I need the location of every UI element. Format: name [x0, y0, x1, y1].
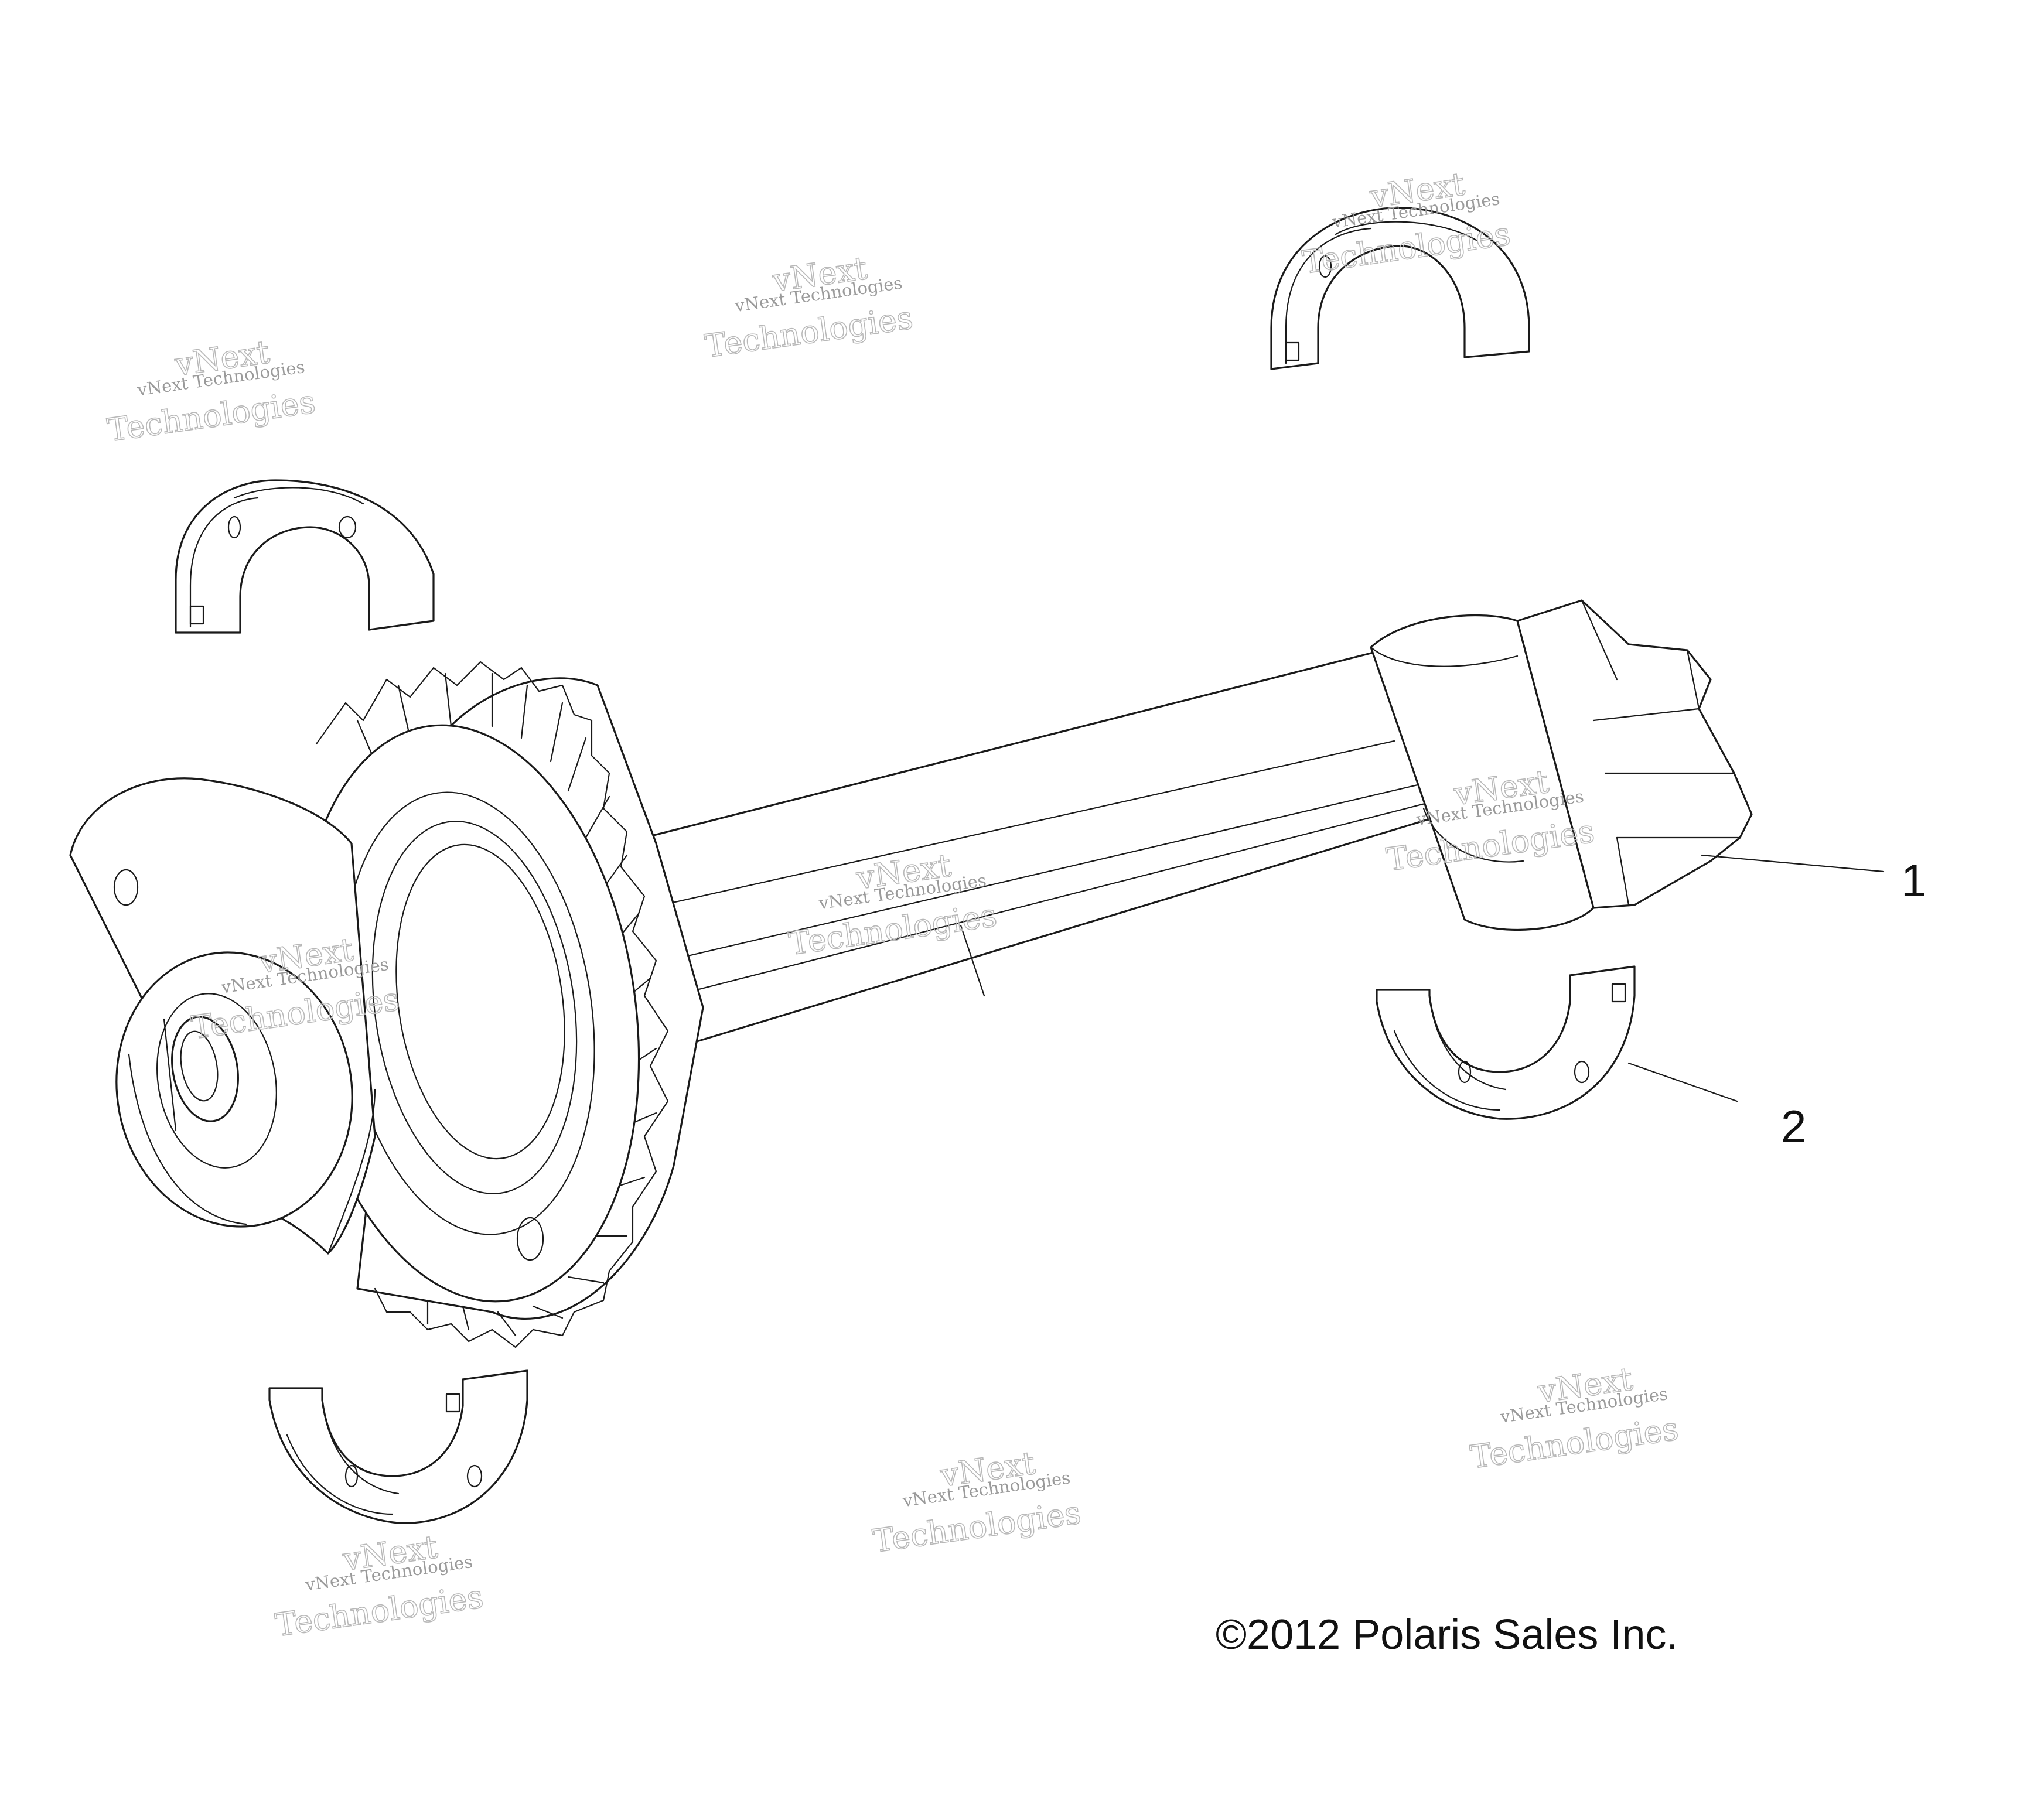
watermark-9: vNext Technologies vNext Technologies — [1468, 1360, 1681, 1477]
bearing-shell-bottom-left — [268, 1369, 528, 1524]
callout-number-2: 2 — [1781, 1101, 1806, 1152]
watermark-big-b-2: Technologies — [702, 299, 915, 365]
callout-number-1: 1 — [1901, 855, 1926, 906]
watermark-big-b-9: Technologies — [1468, 1410, 1681, 1475]
watermark-1: vNext Technologies vNext Technologies — [105, 333, 318, 449]
watermark-big-b-7: Technologies — [273, 1578, 486, 1644]
bearing-shell-right — [1376, 965, 1636, 1120]
balance-shaft-assembly — [69, 599, 1753, 1348]
shaft-body — [643, 649, 1466, 1050]
watermark-big-b-8: Technologies — [871, 1494, 1083, 1560]
bearing-shell-top-center — [1270, 207, 1530, 370]
callout-leader-1 — [1701, 854, 1885, 873]
gear-hole — [516, 1217, 544, 1261]
watermark-7: vNext Technologies vNext Technologies — [272, 1528, 486, 1644]
watermark-8: vNext Technologies vNext Technologies — [870, 1444, 1083, 1560]
copyright-notice: ©2012 Polaris Sales Inc. — [1216, 1611, 1678, 1658]
callout-leader-2 — [1627, 1062, 1738, 1102]
counterweight-hole — [113, 869, 139, 906]
watermark-2: vNext Technologies vNext Technologies — [702, 249, 916, 366]
bearing-shell-top-left — [175, 479, 435, 634]
watermark-big-b-1: Technologies — [105, 383, 318, 449]
